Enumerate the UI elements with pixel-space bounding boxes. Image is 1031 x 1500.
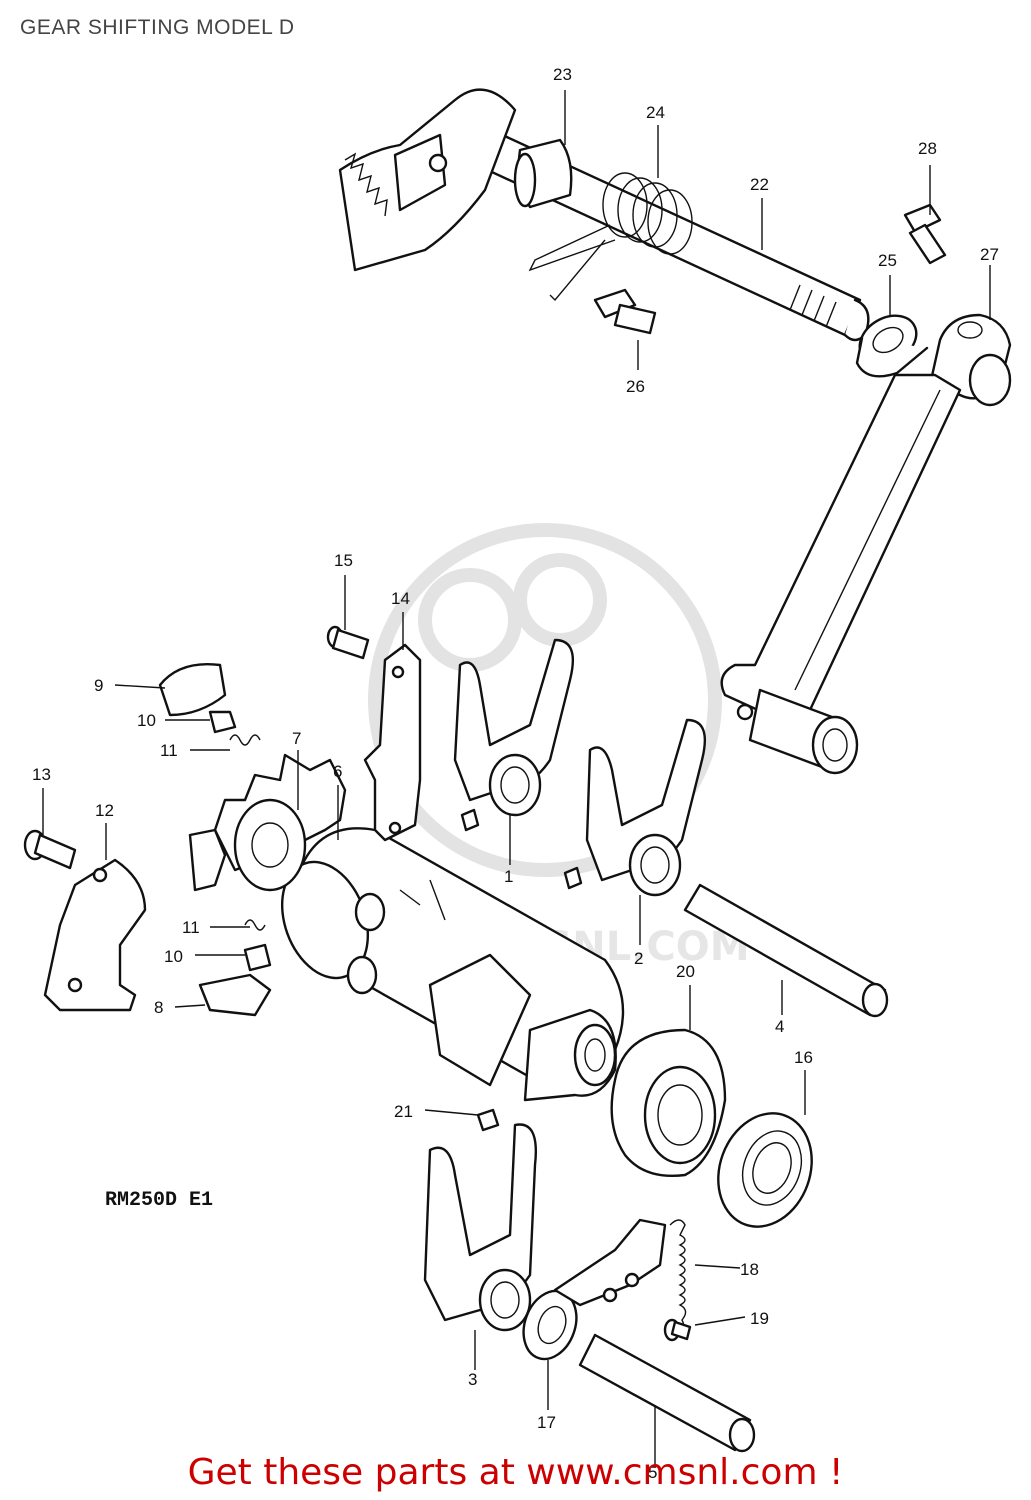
callout-28: 28 <box>918 139 937 158</box>
shift-shaft-assembly <box>338 88 947 378</box>
gearshift-cam <box>280 827 625 1102</box>
callout-2: 2 <box>634 949 643 968</box>
callout-11-lower: 11 <box>182 918 200 937</box>
callout-25: 25 <box>878 251 897 270</box>
callout-23: 23 <box>553 65 572 84</box>
callout-4: 4 <box>775 1017 784 1036</box>
callout-10-lower: 10 <box>164 947 183 966</box>
callout-15: 15 <box>334 551 353 570</box>
callout-20: 20 <box>676 962 695 981</box>
shift-fork-3 <box>423 1123 537 1332</box>
callout-22: 22 <box>750 175 769 194</box>
callout-19: 19 <box>750 1309 769 1328</box>
cam-stopper-group <box>158 663 272 1017</box>
callout-24: 24 <box>646 103 665 122</box>
bearing-16 <box>717 1112 813 1228</box>
cam-bearing-retainer <box>610 1028 727 1177</box>
callout-21: 21 <box>394 1102 413 1121</box>
fork-shaft-4 <box>683 883 889 1018</box>
callout-numbers: 23 24 22 28 25 27 26 15 14 9 10 11 7 6 1… <box>32 65 999 1482</box>
callout-16: 16 <box>794 1048 813 1067</box>
callout-11-upper: 11 <box>160 741 178 760</box>
stopper-plate <box>326 625 422 842</box>
callout-12: 12 <box>95 801 114 820</box>
callout-6: 6 <box>333 762 342 781</box>
shift-pedal <box>720 313 1012 775</box>
pin-21 <box>476 1108 500 1132</box>
model-code-label: RM250D E1 <box>105 1189 213 1212</box>
callout-10-upper: 10 <box>137 711 156 730</box>
callout-13: 13 <box>32 765 51 784</box>
leader-lines <box>42 90 991 1465</box>
page-title: GEAR SHIFTING MODEL D <box>20 16 295 39</box>
callout-7: 7 <box>292 729 301 748</box>
callout-9: 9 <box>94 676 103 695</box>
callout-5: 5 <box>648 1463 657 1482</box>
shift-fork-2 <box>563 718 707 897</box>
callout-17: 17 <box>537 1413 556 1432</box>
callout-26: 26 <box>626 377 645 396</box>
callout-27: 27 <box>980 245 999 264</box>
bolt-13 <box>23 829 77 870</box>
shift-fork-1 <box>453 638 575 832</box>
callout-3: 3 <box>468 1370 477 1389</box>
shift-arm-plate <box>553 1218 692 1342</box>
callout-1: 1 <box>504 867 513 886</box>
fork-shaft-5 <box>578 1333 756 1453</box>
callout-8: 8 <box>154 998 163 1017</box>
footer-parts-link[interactable]: Get these parts at www.cmsnl.com ! <box>187 1452 844 1493</box>
cam-stopper-star <box>188 753 347 892</box>
callout-14: 14 <box>391 589 410 608</box>
cam-guide-plate <box>43 858 147 1012</box>
callout-18: 18 <box>740 1260 759 1279</box>
